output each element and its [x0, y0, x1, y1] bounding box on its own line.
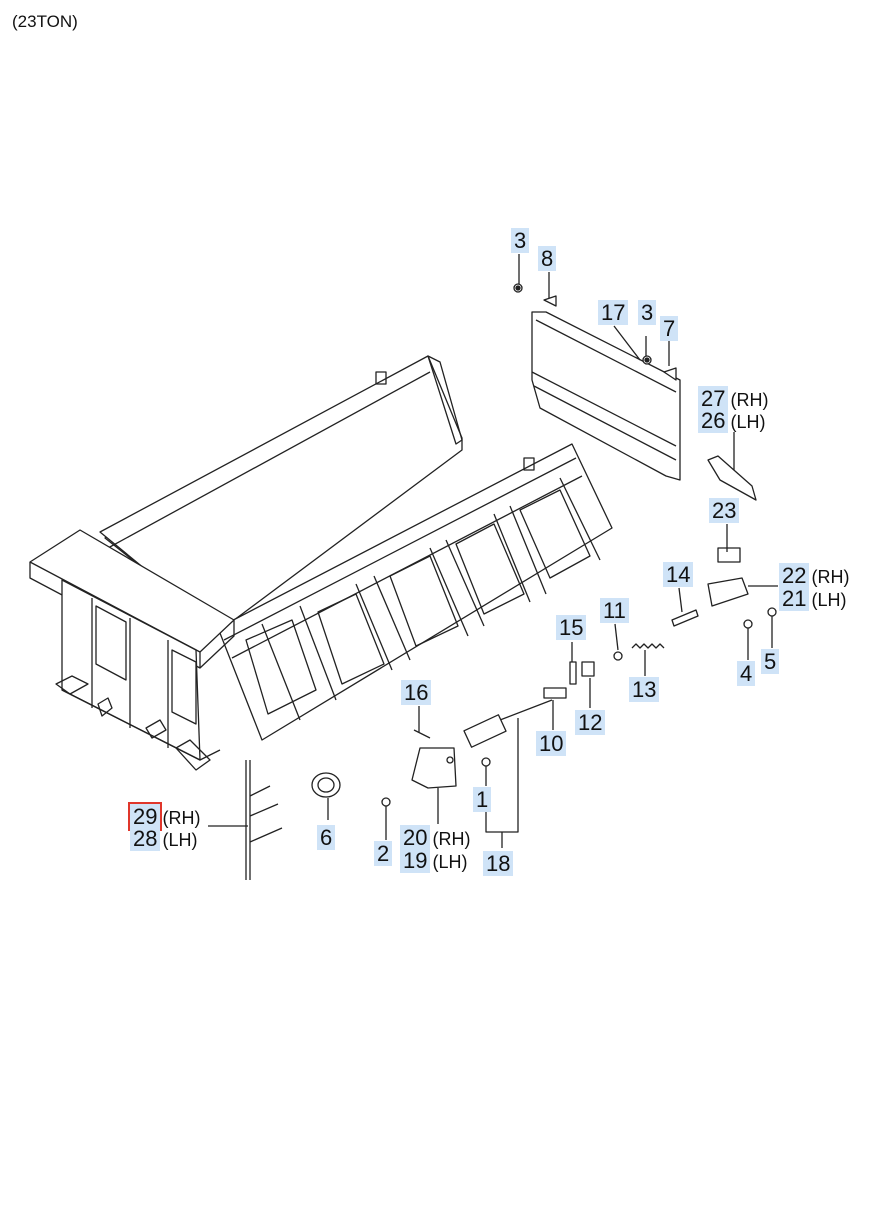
callout-27[interactable]: 27(RH) — [698, 386, 768, 412]
callout-13[interactable]: 13 — [629, 677, 660, 702]
callout-8[interactable]: 8 — [538, 246, 557, 271]
callout-7[interactable]: 7 — [660, 316, 679, 341]
callout-28[interactable]: 28(LH) — [130, 826, 197, 852]
callout-17[interactable]: 17 — [598, 300, 629, 325]
callout-3-tailgate[interactable]: 3 — [638, 300, 657, 325]
callout-21[interactable]: 21(LH) — [779, 586, 846, 612]
callout-19[interactable]: 19(LH) — [400, 848, 467, 874]
dump-body — [29, 355, 613, 771]
callout-20[interactable]: 20(RH) — [400, 825, 470, 851]
callout-1[interactable]: 1 — [473, 787, 492, 812]
callout-2[interactable]: 2 — [374, 841, 393, 866]
callout-4[interactable]: 4 — [737, 661, 756, 686]
callout-10[interactable]: 10 — [536, 731, 567, 756]
callout-22[interactable]: 22(RH) — [779, 563, 849, 589]
callout-5[interactable]: 5 — [761, 649, 780, 674]
callout-14[interactable]: 14 — [663, 562, 694, 587]
callout-26[interactable]: 26(LH) — [698, 408, 765, 434]
hardware — [245, 283, 777, 880]
callout-16[interactable]: 16 — [401, 680, 432, 705]
callout-15[interactable]: 15 — [556, 615, 587, 640]
tailgate — [531, 311, 681, 481]
callout-11[interactable]: 11 — [600, 598, 629, 623]
callout-12[interactable]: 12 — [575, 710, 606, 735]
callout-6[interactable]: 6 — [317, 825, 336, 850]
callout-18[interactable]: 18 — [483, 851, 514, 876]
diagram-title: (23TON) — [12, 12, 78, 31]
callout-3-top[interactable]: 3 — [511, 228, 530, 253]
callout-23[interactable]: 23 — [709, 498, 740, 523]
leader-lines — [208, 254, 778, 848]
callout-29-selected[interactable]: 29(RH) — [127, 802, 200, 831]
